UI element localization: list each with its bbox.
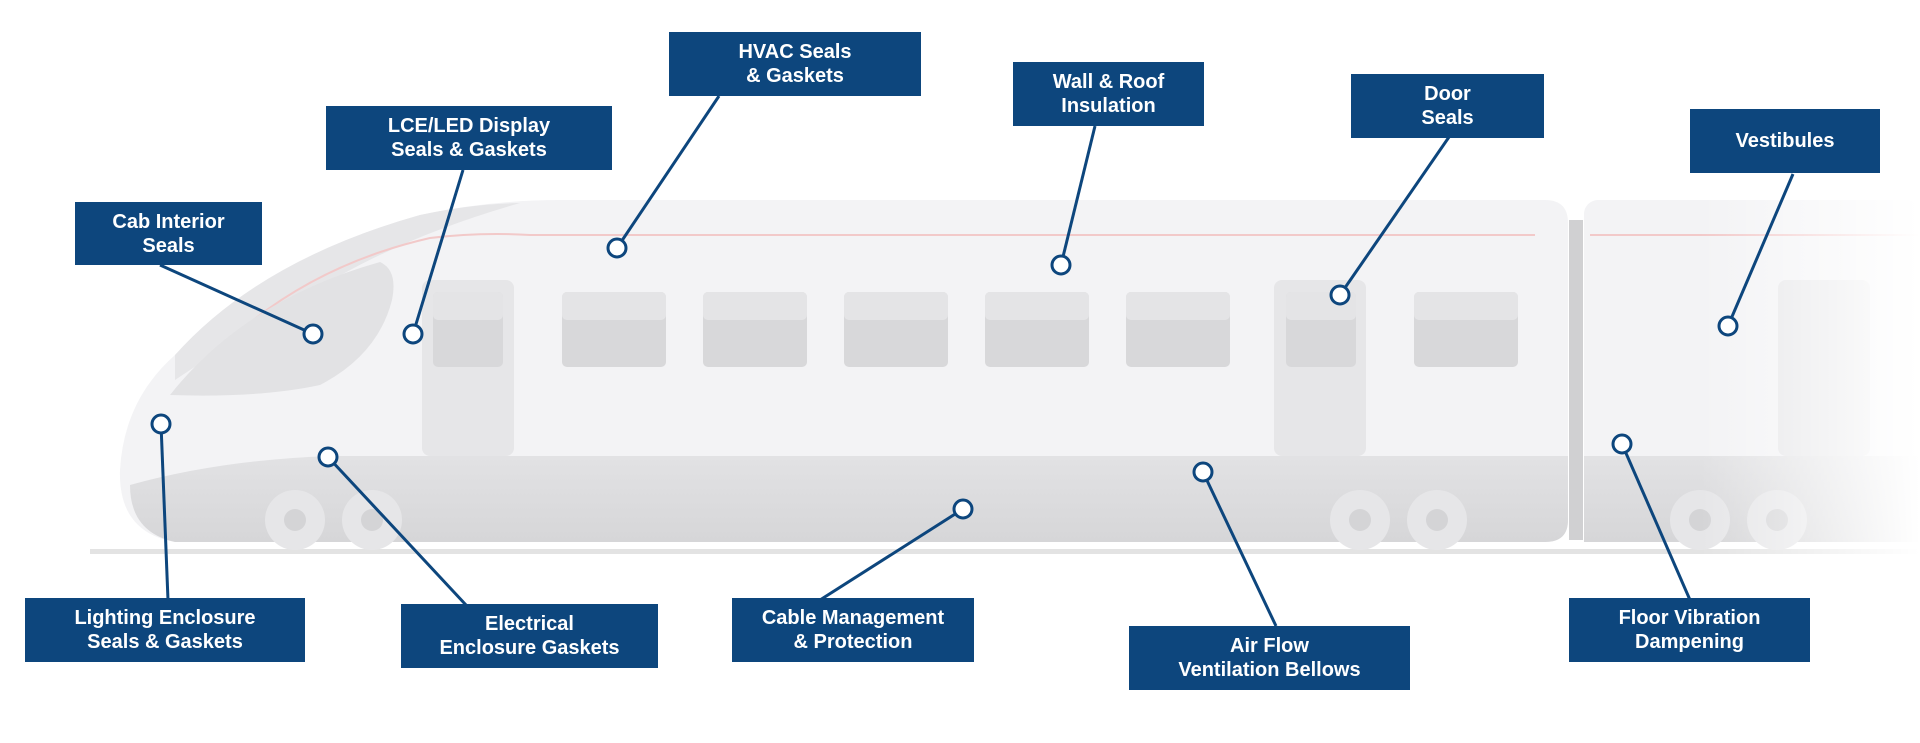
marker-electrical <box>317 446 339 468</box>
callout-door-seals[interactable]: Door Seals <box>1351 74 1544 138</box>
marker-cable <box>952 498 974 520</box>
callout-line: Door <box>1424 83 1471 105</box>
callout-line: Wall & Roof <box>1052 71 1165 93</box>
vestibule-gap <box>1569 220 1583 540</box>
marker-door <box>1329 284 1351 306</box>
callout-electrical-enclosure[interactable]: Electrical Enclosure Gaskets <box>401 604 658 668</box>
callout-wall-roof-insulation[interactable]: Wall & Roof Insulation <box>1013 62 1204 126</box>
callout-line: Cab Interior <box>112 210 225 233</box>
marker-lighting <box>150 413 172 435</box>
callout-line: Seals <box>142 234 195 257</box>
callout-markers <box>150 237 1739 520</box>
marker-floor <box>1611 433 1633 455</box>
callout-lcd-led-display[interactable]: LCE/LED Display Seals & Gaskets <box>326 106 612 170</box>
callout-line: Dampening <box>1635 631 1744 653</box>
callout-line: HVAC Seals <box>738 41 852 63</box>
cab-windshield <box>170 262 394 396</box>
right-fade <box>1700 150 1920 570</box>
callout-line: Seals <box>1421 107 1474 129</box>
callout-line: Insulation <box>1061 95 1156 117</box>
callout-line: Vestibules <box>1735 130 1835 152</box>
callout-line: Seals & Gaskets <box>87 631 243 653</box>
marker-airflow <box>1192 461 1214 483</box>
callout-cab-interior-seals[interactable]: Cab Interior Seals <box>75 202 262 265</box>
callout-line: Lighting Enclosure <box>74 607 256 629</box>
callout-lighting-enclosure[interactable]: Lighting Enclosure Seals & Gaskets <box>25 598 305 662</box>
callout-line: Floor Vibration <box>1618 607 1761 629</box>
marker-wall-roof <box>1050 254 1072 276</box>
ground-line <box>90 549 1920 554</box>
marker-lcd-led <box>402 323 424 345</box>
callout-cable-management[interactable]: Cable Management & Protection <box>732 598 974 662</box>
callout-line: & Gaskets <box>746 65 844 87</box>
marker-vestibules <box>1717 315 1739 337</box>
callout-line: Cable Management <box>761 607 945 629</box>
callout-vestibules[interactable]: Vestibules <box>1690 109 1880 173</box>
callout-line: Seals & Gaskets <box>391 139 547 161</box>
callout-line: LCE/LED Display <box>387 115 551 137</box>
marker-cab-interior <box>302 323 324 345</box>
callout-line: Air Flow <box>1230 635 1309 657</box>
callout-hvac-seals-gaskets[interactable]: HVAC Seals & Gaskets <box>669 32 921 96</box>
callout-air-flow-bellows[interactable]: Air Flow Ventilation Bellows <box>1129 626 1410 690</box>
callout-floor-vibration[interactable]: Floor Vibration Dampening <box>1569 598 1810 662</box>
callout-line: & Protection <box>793 631 913 653</box>
leader-lines <box>159 95 1795 627</box>
callout-line: Enclosure Gaskets <box>439 637 620 659</box>
callout-line: Electrical <box>485 613 574 635</box>
callout-line: Ventilation Bellows <box>1178 659 1361 681</box>
marker-hvac <box>606 237 628 259</box>
